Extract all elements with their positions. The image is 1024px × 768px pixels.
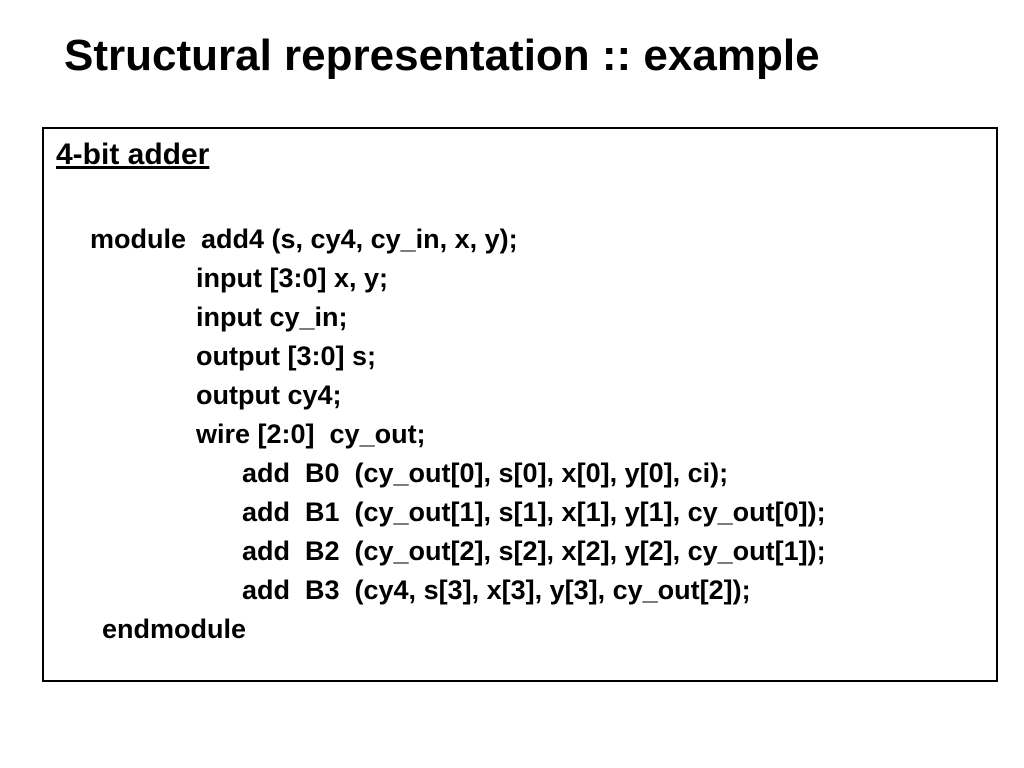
code-line-add-b2: add B2 (cy_out[2], s[2], x[2], y[2], cy_… <box>242 536 826 566</box>
code-line-module-declaration: module add4 (s, cy4, cy_in, x, y); <box>90 224 518 254</box>
box-heading: 4-bit adder <box>56 138 210 171</box>
code-line-endmodule: endmodule <box>102 614 247 644</box>
code-line-input-cyin: input cy_in; <box>196 302 348 332</box>
code-line-output-cy4: output cy4; <box>196 380 342 410</box>
code-line-add-b1: add B1 (cy_out[1], s[1], x[1], y[1], cy_… <box>242 497 826 527</box>
code-line-input-xy: input [3:0] x, y; <box>196 263 389 293</box>
slide-title: Structural representation :: example <box>64 31 820 80</box>
code-box: 4-bit adder module add4 (s, cy4, cy_in, … <box>42 127 998 682</box>
code-line-add-b3: add B3 (cy4, s[3], x[3], y[3], cy_out[2]… <box>242 575 751 605</box>
code-line-add-b0: add B0 (cy_out[0], s[0], x[0], y[0], ci)… <box>242 458 729 488</box>
code-line-wire-cyout: wire [2:0] cy_out; <box>196 419 426 449</box>
code-line-output-s: output [3:0] s; <box>196 341 376 371</box>
